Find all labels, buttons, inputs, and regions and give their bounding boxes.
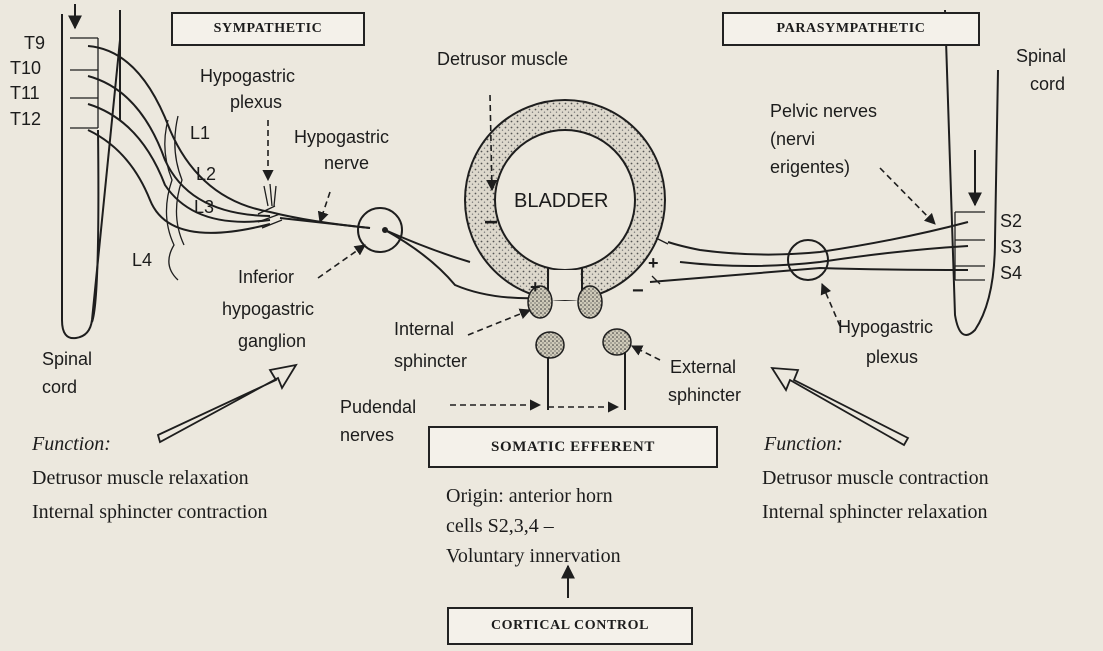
pelvic-nerves-label: erigentes) bbox=[770, 156, 850, 178]
external-sphincter-label: External bbox=[670, 356, 736, 378]
lumbar-level: L3 bbox=[194, 196, 214, 218]
right-spinal-cord bbox=[945, 10, 998, 335]
right-spinal-cord-label: cord bbox=[1030, 73, 1065, 95]
parasympathetic-function-line: Internal sphincter relaxation bbox=[762, 500, 987, 524]
thoracic-level: T11 bbox=[10, 82, 40, 104]
pudendal-nerves-label: nerves bbox=[340, 424, 394, 446]
cortical-control-box: CORTICAL CONTROL bbox=[447, 607, 693, 645]
hypogastric-plexus-label: Hypogastric bbox=[200, 65, 295, 87]
lumbar-level: L2 bbox=[196, 163, 216, 185]
detrusor-plus-sign-right: + bbox=[648, 252, 659, 274]
detrusor-minus-sign-right: − bbox=[632, 280, 644, 302]
pudendal-nerves-label: Pudendal bbox=[340, 396, 416, 418]
sympathetic-title: SYMPATHETIC bbox=[171, 12, 365, 46]
somatic-efferent-box: SOMATIC EFFERENT bbox=[428, 426, 718, 468]
sympathetic-function-heading: Function: bbox=[32, 432, 111, 456]
left-spinal-cord bbox=[62, 4, 120, 338]
left-spinal-cord-label: cord bbox=[42, 376, 77, 398]
sphincter-plus-sign: + bbox=[530, 276, 541, 298]
pelvic-nerves-label: Pelvic nerves bbox=[770, 100, 877, 122]
somatic-origin-line: Origin: anterior horn bbox=[446, 484, 613, 508]
lumbar-level: L4 bbox=[132, 249, 152, 271]
sympathetic-function-line: Detrusor muscle relaxation bbox=[32, 466, 249, 490]
sacral-level: S3 bbox=[1000, 236, 1022, 258]
right-spinal-cord-label: Spinal bbox=[1016, 45, 1066, 67]
thoracic-level: T10 bbox=[10, 57, 41, 79]
detrusor-muscle-label: Detrusor muscle bbox=[437, 48, 568, 70]
thoracic-level: T9 bbox=[24, 32, 45, 54]
parasympathetic-function-heading: Function: bbox=[764, 432, 843, 456]
lumbar-level: L1 bbox=[190, 122, 210, 144]
sacral-level: S4 bbox=[1000, 262, 1022, 284]
internal-sphincter-label: sphincter bbox=[394, 350, 467, 372]
left-spinal-cord-label: Spinal bbox=[42, 348, 92, 370]
internal-sphincter-label: Internal bbox=[394, 318, 454, 340]
right-hypogastric-plexus-label: plexus bbox=[866, 346, 918, 368]
parasympathetic-title: PARASYMPATHETIC bbox=[722, 12, 980, 46]
bladder-label: BLADDER bbox=[514, 190, 608, 212]
right-hypogastric-plexus-label: Hypogastric bbox=[838, 316, 933, 338]
inferior-ganglion-label: hypogastric bbox=[222, 298, 314, 320]
thoracic-level: T12 bbox=[10, 108, 41, 130]
somatic-origin-line: cells S2,3,4 – bbox=[446, 514, 554, 538]
hypogastric-plexus-label: plexus bbox=[230, 91, 282, 113]
somatic-origin-line: Voluntary innervation bbox=[446, 544, 621, 568]
inferior-ganglion-label: ganglion bbox=[238, 330, 306, 352]
external-sphincter-label: sphincter bbox=[668, 384, 741, 406]
sacral-level: S2 bbox=[1000, 210, 1022, 232]
detrusor-minus-sign: − bbox=[484, 212, 498, 234]
pelvic-nerves-label: (nervi bbox=[770, 128, 815, 150]
parasympathetic-function-line: Detrusor muscle contraction bbox=[762, 466, 989, 490]
sympathetic-function-line: Internal sphincter contraction bbox=[32, 500, 267, 524]
inferior-ganglion-label: Inferior bbox=[238, 266, 294, 288]
hypogastric-nerve-label: nerve bbox=[324, 152, 369, 174]
parasympathetic-fibers bbox=[650, 222, 968, 284]
bladder bbox=[465, 100, 665, 410]
hypogastric-nerve-label: Hypogastric bbox=[294, 126, 389, 148]
